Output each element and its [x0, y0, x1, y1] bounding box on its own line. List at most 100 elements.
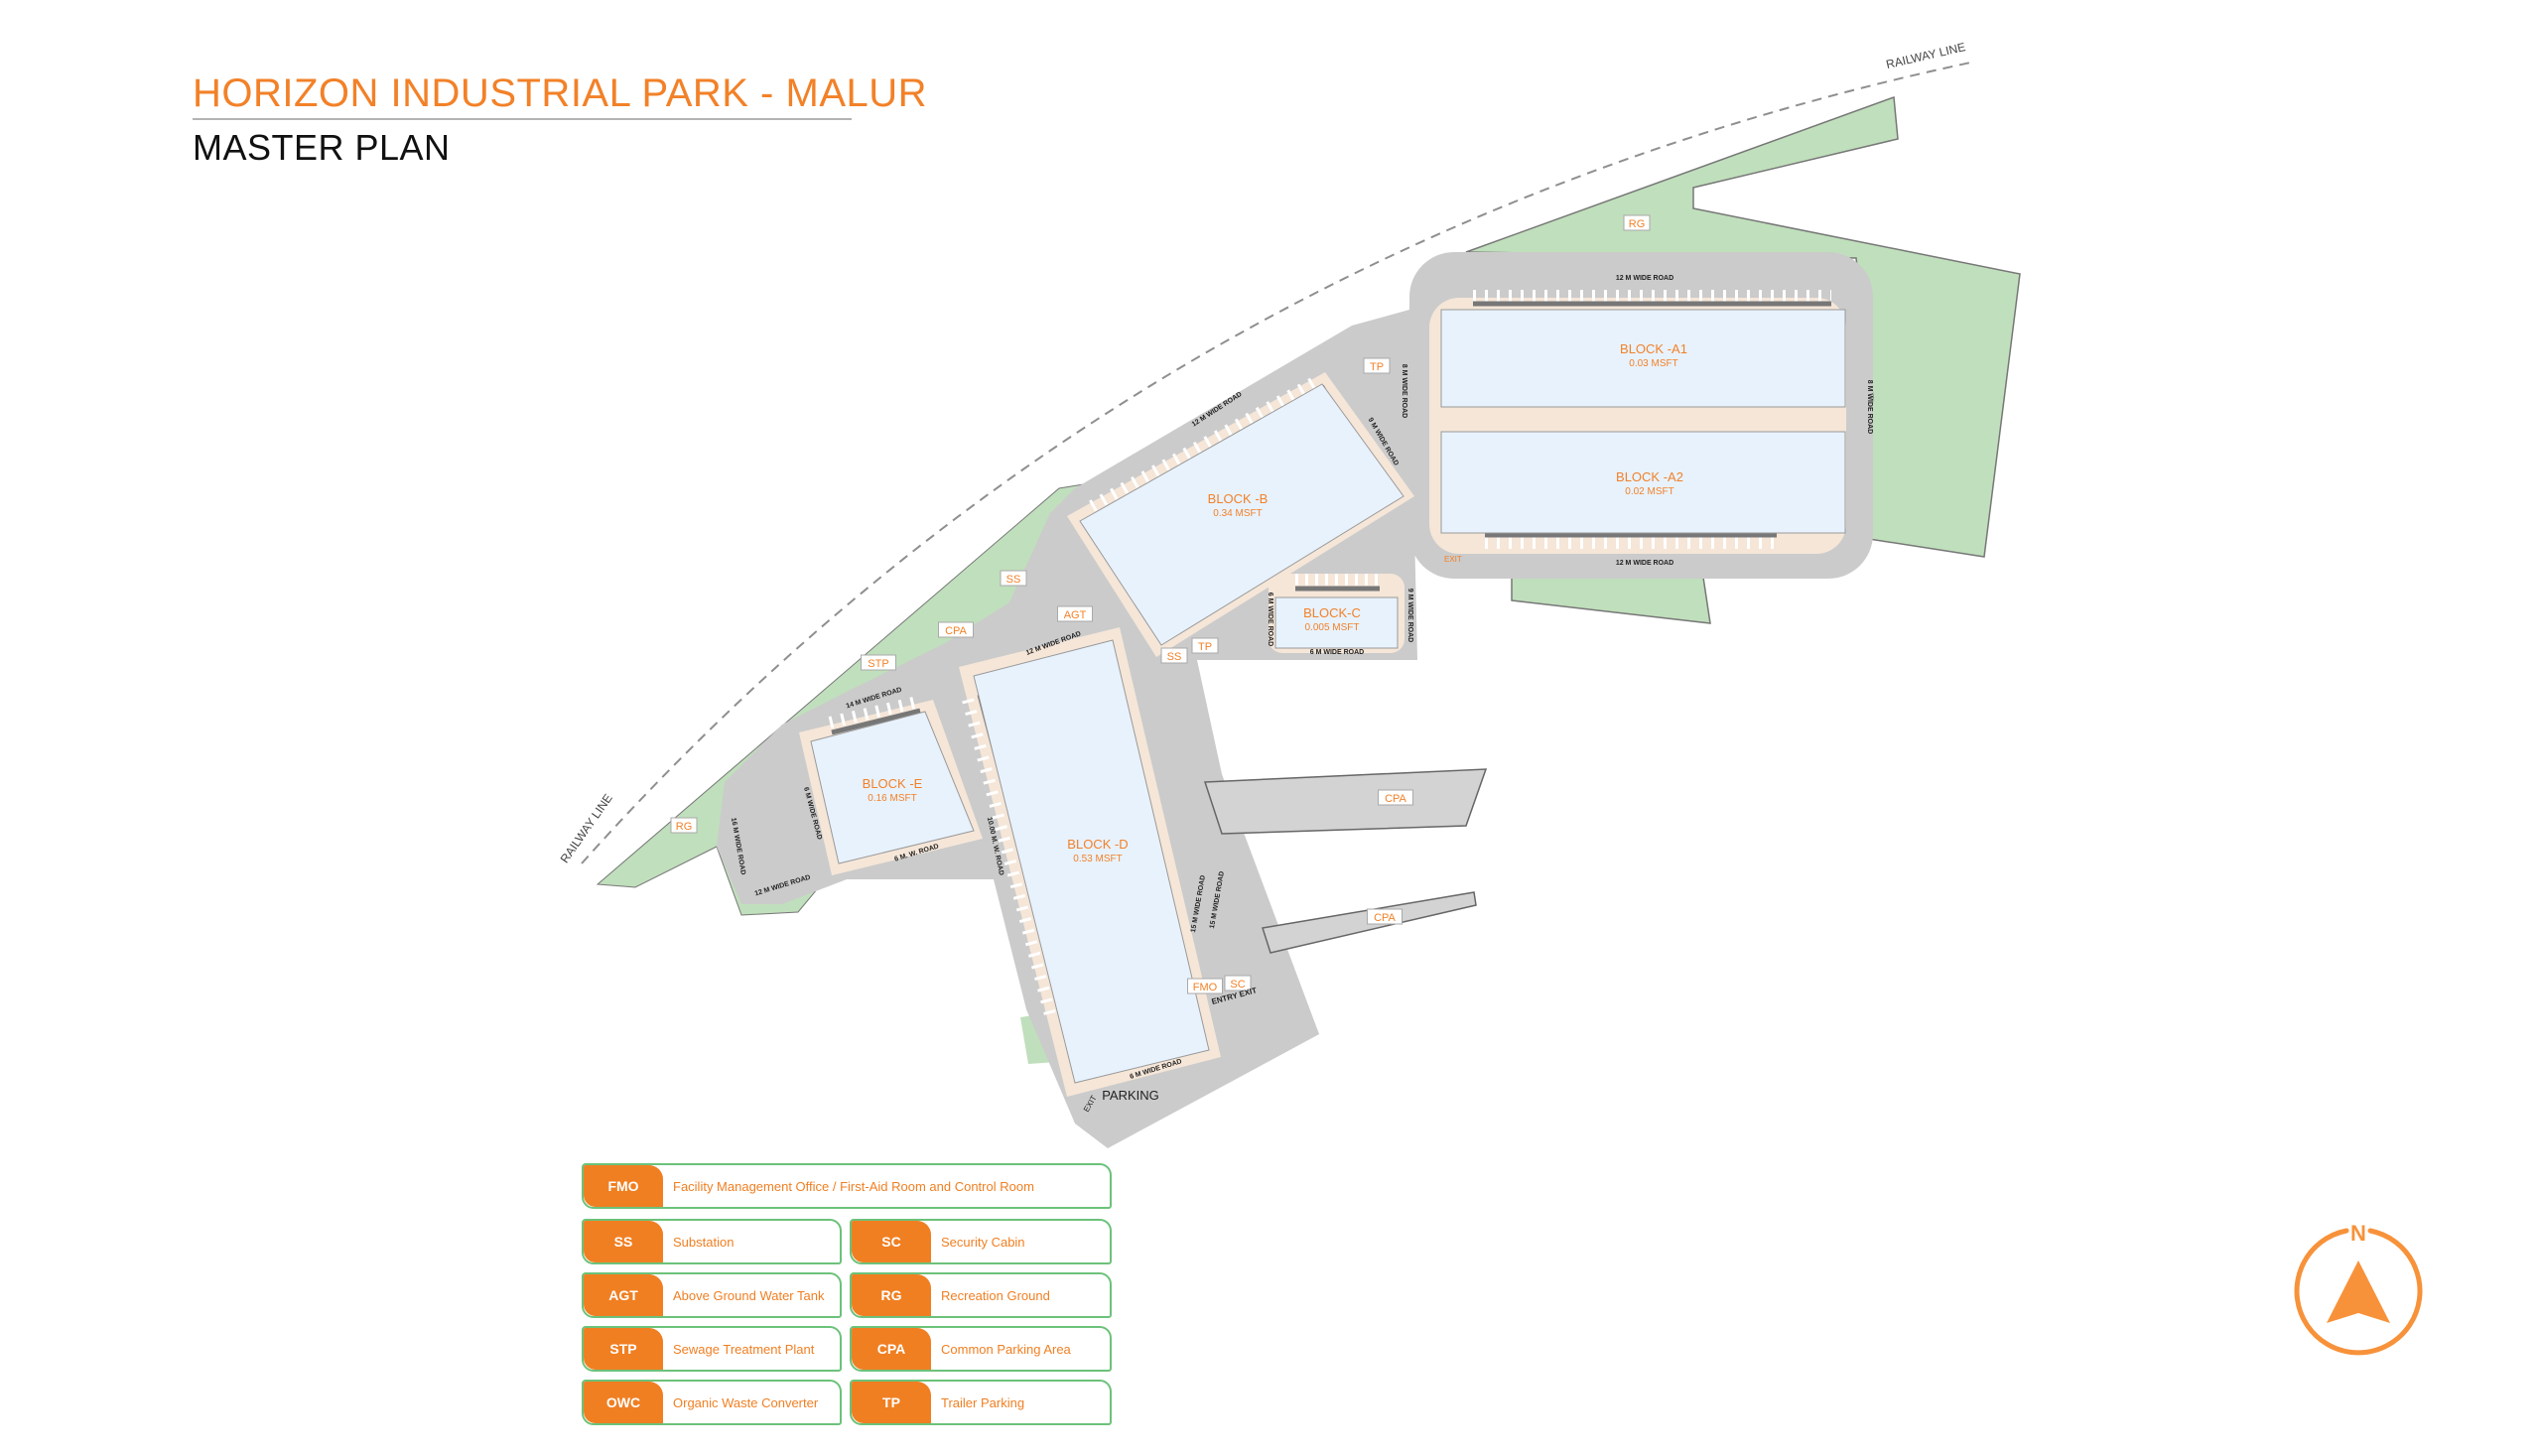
facility-tag-label: TP — [1370, 361, 1384, 373]
facility-tag-tp: TP — [1363, 357, 1391, 374]
north-arrow-compass: N — [2294, 1221, 2423, 1356]
facility-tag-box — [938, 621, 974, 638]
legend-label: Organic Waste Converter — [673, 1394, 819, 1410]
facility-tag-rg: RG — [670, 817, 698, 834]
legend-label: Substation — [673, 1234, 735, 1250]
common-parking-area-1 — [1203, 768, 1488, 835]
building-block-e — [810, 711, 975, 864]
legend-label: Common Parking Area — [941, 1341, 1071, 1357]
compass-ring — [2294, 1228, 2423, 1356]
facility-tag-cpa: CPA — [938, 621, 974, 638]
block-d-area: 0.53 MSFT — [1073, 854, 1122, 864]
legend-code: RG — [852, 1274, 931, 1316]
facility-tag-ss: SS — [1160, 647, 1188, 664]
road-label: 9 M WIDE ROAD — [1406, 589, 1413, 642]
facility-tag-label: SC — [1230, 979, 1245, 991]
railway-label-bottom: RAILWAY LINE — [558, 791, 615, 865]
facility-tag-box — [670, 817, 698, 834]
legend-label: Above Ground Water Tank — [673, 1287, 825, 1303]
legend-item-agt: AGT Above Ground Water Tank — [582, 1272, 842, 1318]
legend-item-stp: STP Sewage Treatment Plant — [582, 1326, 842, 1372]
railway-label-top: RAILWAY LINE — [1885, 40, 1967, 71]
facility-tag-ss: SS — [1000, 570, 1027, 587]
block-b-area: 0.34 MSFT — [1213, 508, 1262, 519]
road-label: 6 M WIDE ROAD — [1310, 649, 1364, 656]
legend-label: Recreation Ground — [941, 1287, 1050, 1303]
facility-tag-agt: AGT — [1057, 605, 1093, 622]
block-c-name: BLOCK-C — [1303, 605, 1361, 620]
legend-item-fmo: FMO Facility Management Office / First-Ai… — [582, 1163, 1112, 1209]
legend-label: Sewage Treatment Plant — [673, 1341, 815, 1357]
facility-tag-rg: RG — [1623, 214, 1651, 231]
compass-north-label: N — [2350, 1221, 2366, 1246]
page-subtitle: MASTER PLAN — [193, 127, 451, 168]
block-a2-name: BLOCK -A2 — [1616, 469, 1683, 484]
facility-tag-label: AGT — [1064, 609, 1087, 621]
north-arrow-icon — [2327, 1260, 2390, 1323]
building-block-a1 — [1440, 309, 1846, 408]
road-label: 8 M WIDE ROAD — [1401, 364, 1407, 418]
building-block-a2 — [1440, 431, 1846, 534]
building-block-d — [973, 639, 1210, 1084]
facility-tag-label: CPA — [945, 625, 967, 637]
facility-tag-box — [1191, 637, 1219, 654]
legend-item-tp: TP Trailer Parking — [850, 1380, 1112, 1425]
facility-tag-label: TP — [1198, 641, 1212, 653]
facility-tag-label: FMO — [1193, 982, 1218, 993]
legend-item-sc: SC Security Cabin — [850, 1219, 1112, 1264]
facility-tag-label: RG — [1629, 218, 1646, 230]
legend-code: STP — [584, 1328, 663, 1370]
facility-tag-box — [1378, 789, 1413, 806]
legend-label: Security Cabin — [941, 1234, 1025, 1250]
legend-item-rg: RG Recreation Ground — [850, 1272, 1112, 1318]
facility-tag-label: CPA — [1385, 793, 1406, 805]
parking-label: PARKING — [1102, 1088, 1159, 1103]
facility-tag-label: CPA — [1374, 912, 1396, 924]
legend-label: Facility Management Office / First-Aid R… — [673, 1178, 1034, 1194]
legend-code: FMO — [584, 1165, 663, 1207]
facility-tag-cpa: CPA — [1378, 789, 1413, 806]
road-label: 12 M WIDE ROAD — [1616, 560, 1673, 567]
legend-item-owc: OWC Organic Waste Converter — [582, 1380, 842, 1425]
facility-tag-box — [1623, 214, 1651, 231]
facility-tag-box — [1187, 978, 1223, 994]
road-label: 6 M WIDE ROAD — [1267, 593, 1273, 646]
facility-tag-stp: STP — [861, 654, 896, 671]
legend-label: Trailer Parking — [941, 1394, 1025, 1410]
building-block-c — [1274, 596, 1399, 649]
block-e-area: 0.16 MSFT — [868, 793, 916, 804]
block-d-name: BLOCK -D — [1067, 837, 1128, 852]
legend-code: SS — [584, 1221, 663, 1262]
facility-tag-box — [1363, 357, 1391, 374]
facility-tag-label: SS — [1006, 574, 1021, 586]
facility-tag-box — [1224, 975, 1252, 992]
facility-tag-box — [861, 654, 896, 671]
facility-tag-box — [1160, 647, 1188, 664]
facility-tag-label: RG — [676, 821, 693, 833]
legend-code: OWC — [584, 1382, 663, 1423]
facility-tag-tp: TP — [1191, 637, 1219, 654]
exit-label-block-a: EXIT — [1444, 555, 1462, 564]
road-label: 8 M WIDE ROAD — [1866, 380, 1873, 434]
facility-tag-cpa: CPA — [1367, 908, 1403, 925]
facility-tag-label: STP — [868, 658, 888, 670]
legend-code: CPA — [852, 1328, 931, 1370]
legend-code: SC — [852, 1221, 931, 1262]
building-block-b — [1079, 383, 1404, 646]
legend-code: TP — [852, 1382, 931, 1423]
facility-tag-label: SS — [1167, 651, 1182, 663]
block-a1-name: BLOCK -A1 — [1620, 341, 1687, 356]
block-b-name: BLOCK -B — [1208, 491, 1269, 506]
legend-code: AGT — [584, 1274, 663, 1316]
facility-tag-box — [1367, 908, 1403, 925]
road-label: 12 M WIDE ROAD — [1616, 275, 1673, 282]
block-a2-area: 0.02 MSFT — [1625, 486, 1673, 497]
block-c-area: 0.005 MSFT — [1304, 622, 1359, 633]
title-divider — [193, 118, 852, 120]
facility-tag-fmo: FMO — [1187, 978, 1223, 994]
block-a1-area: 0.03 MSFT — [1629, 358, 1677, 369]
facility-tag-box — [1057, 605, 1093, 622]
legend-item-cpa: CPA Common Parking Area — [850, 1326, 1112, 1372]
facility-tag-box — [1000, 570, 1027, 587]
